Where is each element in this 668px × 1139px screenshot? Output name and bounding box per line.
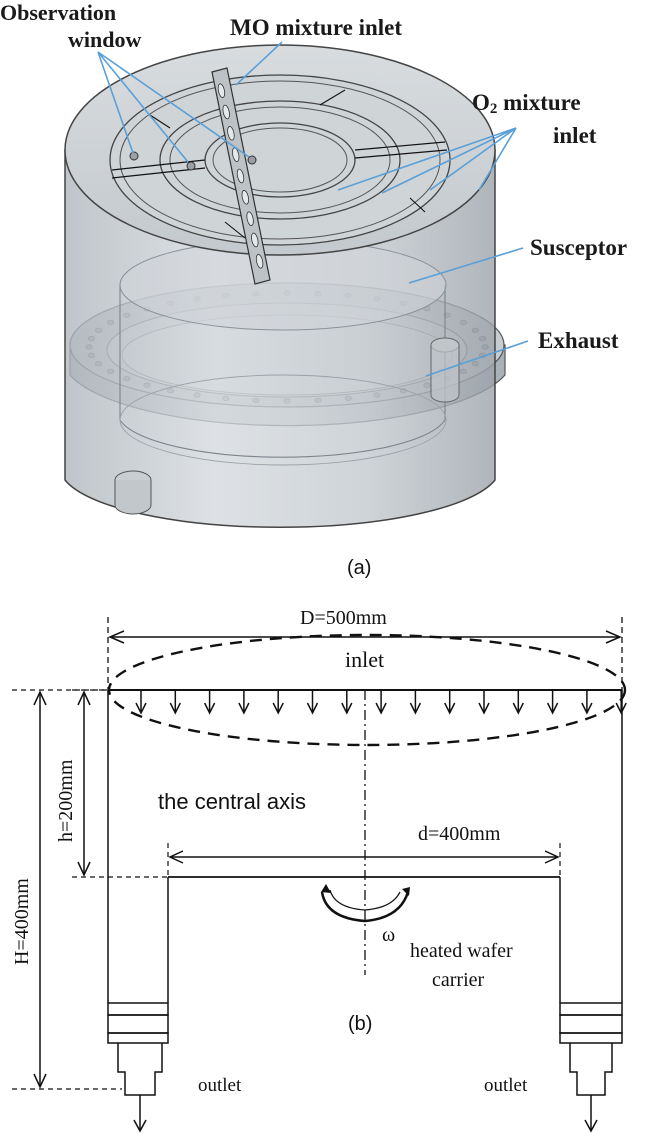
figure-a-3d-reactor: Observation window MO mixture inlet O2 m…: [0, 0, 627, 579]
inflow-arrow: [546, 690, 559, 715]
mo-inlet-slot: [236, 168, 245, 184]
label-exhaust: Exhaust: [538, 328, 619, 353]
mo-inlet-slot: [246, 211, 254, 226]
caption-b: (b): [348, 1013, 372, 1035]
inflow-arrow: [512, 690, 524, 715]
dimension-total-height: H=400mm: [11, 689, 122, 1090]
label-mo-mixture-inlet: MO mixture inlet: [230, 15, 402, 40]
dimension-inner-height: h=200mm: [55, 689, 168, 878]
outlet-assembly-right: [559, 1002, 623, 1133]
inflow-arrow: [375, 690, 387, 715]
inflow-arrow: [169, 690, 181, 715]
inflow-arrow: [203, 690, 216, 715]
inflow-arrow: [478, 690, 490, 715]
reactor-lid: [64, 44, 496, 285]
mo-inlet-slot: [227, 126, 235, 141]
inflow-arrow: [272, 690, 284, 715]
observation-window-hole: [247, 155, 257, 165]
label-outer-diameter: D=500mm: [300, 607, 387, 629]
inflow-arrow: [581, 690, 593, 715]
inflow-arrow: [238, 690, 250, 715]
inflow-arrow: [306, 690, 319, 715]
mo-inlet-slot: [217, 83, 226, 98]
label-outlet-right: outlet: [484, 1075, 528, 1096]
observation-window-hole: [129, 151, 139, 161]
inflow-arrow: [341, 690, 353, 715]
label-total-height: H=400mm: [11, 878, 33, 965]
label-inner-height: h=200mm: [55, 759, 77, 842]
mo-inlet-slot: [222, 104, 230, 120]
inflow-arrows: [135, 690, 627, 715]
mo-inlet-slots: [217, 83, 264, 269]
wafer-carrier: [167, 876, 561, 1003]
inflow-arrow: [444, 690, 456, 715]
callout-lines: [97, 41, 529, 377]
mo-inlet-slot: [255, 254, 264, 269]
label-susceptor: Susceptor: [530, 235, 627, 260]
label-outlet-left: outlet: [198, 1075, 242, 1096]
label-o2-mixture-inlet: O2 mixture: [472, 90, 581, 117]
mo-inlet-slot: [232, 147, 240, 162]
label-inlet: inlet: [345, 647, 384, 672]
outlet-assembly-left: [107, 1002, 169, 1133]
inflow-arrow: [135, 690, 147, 715]
rotation-symbol: ω: [320, 884, 410, 946]
label-inner-diameter: d=400mm: [418, 823, 501, 845]
dimension-outer-diameter: D=500mm: [107, 607, 623, 690]
label-central-axis: the central axis: [158, 789, 306, 814]
inflow-arrow: [409, 690, 422, 715]
label-heated-wafer-carrier: heated wafer carrier: [410, 940, 518, 991]
label-o2-inlet-line2: inlet: [553, 123, 597, 148]
outer-chamber-walls: [107, 690, 623, 1003]
label-omega: ω: [382, 924, 395, 946]
inflow-arrow: [615, 690, 627, 715]
caption-a: (a): [347, 557, 371, 579]
label-observation-window: Observation window: [0, 0, 141, 52]
mo-inlet-slot: [241, 190, 249, 205]
mo-inlet-slot: [251, 232, 259, 248]
dimension-inner-diameter: d=400mm: [167, 823, 561, 877]
figure-b-schematic: D=500mm inlet the central axis: [11, 607, 627, 1133]
observation-window-hole: [186, 161, 196, 171]
